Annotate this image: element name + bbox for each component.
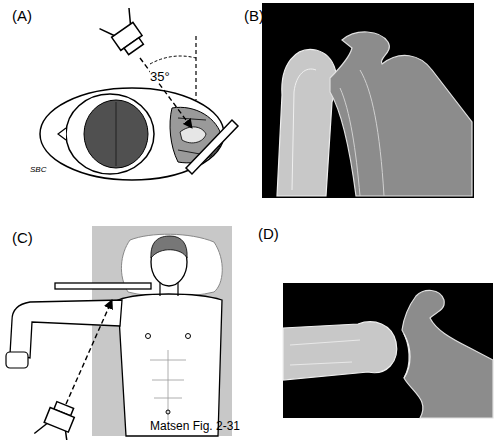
tube-wire bbox=[34, 421, 47, 437]
tube-collimator bbox=[124, 38, 143, 55]
shoulder-region bbox=[170, 107, 222, 163]
nipple bbox=[186, 334, 191, 339]
tube-wire bbox=[122, 8, 137, 24]
humerus-cortex bbox=[292, 69, 316, 190]
scapula bbox=[402, 290, 493, 418]
glenoid-rim bbox=[404, 334, 410, 378]
beam-line bbox=[66, 300, 112, 404]
radiograph-background bbox=[283, 283, 493, 418]
abdomen-lines bbox=[150, 350, 186, 420]
head-outline bbox=[66, 94, 154, 174]
scapula bbox=[330, 32, 472, 196]
vertical-reference bbox=[195, 36, 196, 100]
beam-line bbox=[140, 58, 192, 128]
nose bbox=[58, 128, 66, 140]
humerus bbox=[277, 49, 337, 196]
scapula-edges bbox=[340, 70, 384, 196]
tube-body bbox=[44, 408, 74, 433]
film-cassette bbox=[186, 120, 238, 174]
humeral-head bbox=[180, 127, 206, 143]
panel-d bbox=[283, 283, 493, 418]
abducted-arm bbox=[10, 300, 122, 358]
fist bbox=[6, 352, 28, 368]
angle-arc bbox=[150, 56, 196, 64]
panel-a bbox=[40, 8, 238, 180]
xray-tube bbox=[34, 398, 82, 440]
panel-b bbox=[262, 3, 474, 198]
artist-initials: SBC bbox=[30, 166, 46, 174]
hair bbox=[151, 236, 187, 258]
panel-c bbox=[6, 226, 232, 440]
panel-label: (D) bbox=[258, 226, 279, 241]
humerus bbox=[283, 322, 397, 380]
tube-wire bbox=[60, 431, 73, 440]
radiograph-background bbox=[262, 3, 474, 198]
scapula-lines bbox=[178, 118, 206, 154]
xray-tube bbox=[99, 8, 150, 60]
navel bbox=[166, 410, 170, 414]
nipple bbox=[146, 334, 151, 339]
hair bbox=[84, 100, 148, 168]
panel-label: (B) bbox=[244, 8, 264, 23]
panel-label: (A) bbox=[12, 8, 32, 23]
torso bbox=[118, 294, 222, 436]
film-cassette bbox=[55, 283, 151, 289]
humerus-cortex bbox=[290, 340, 360, 365]
figure-caption: Matsen Fig. 2-31 bbox=[150, 420, 240, 432]
panel-label: (C) bbox=[12, 230, 33, 245]
angle-label: 35° bbox=[150, 70, 170, 83]
hair-part bbox=[116, 102, 117, 166]
table-surface bbox=[92, 226, 232, 436]
